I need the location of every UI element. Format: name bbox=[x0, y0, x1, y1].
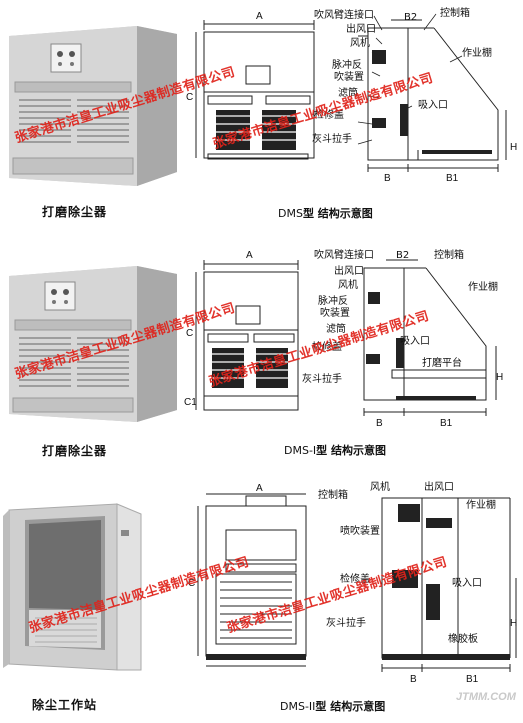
dust-workstation-photo bbox=[3, 503, 142, 671]
label-suction: 吸入口 bbox=[418, 100, 448, 111]
dim-b: B bbox=[384, 173, 391, 184]
panel-dms-1: 打磨除尘器 bbox=[0, 240, 523, 470]
dms-1-diagram bbox=[195, 259, 497, 416]
dim-a: A bbox=[256, 483, 263, 494]
title-model: DMS bbox=[278, 207, 303, 220]
diagram-title: DMS-Ⅰ型 结构示意图 bbox=[284, 442, 386, 458]
label-control-box: 控制箱 bbox=[318, 490, 348, 501]
label-pulse-1: 脉冲反 bbox=[332, 60, 362, 71]
label-inlet-joint: 吹风臂连接口 bbox=[314, 250, 374, 261]
label-rubber: 橡胶板 bbox=[448, 634, 478, 645]
label-hopper: 灰斗拉手 bbox=[312, 134, 352, 145]
dim-h: H bbox=[496, 372, 504, 383]
caption: 打磨除尘器 bbox=[42, 205, 108, 219]
dim-c1: C1 bbox=[184, 397, 197, 408]
label-shed: 作业棚 bbox=[462, 48, 492, 59]
label-fan: 风机 bbox=[350, 38, 370, 49]
dim-h: H bbox=[510, 618, 518, 629]
panel-dms-2: 除尘工作站 bbox=[0, 478, 523, 723]
dms-2-diagram bbox=[197, 493, 517, 672]
caption: 打磨除尘器 bbox=[42, 444, 108, 458]
dust-collector-photo bbox=[9, 26, 177, 186]
label-filter: 滤筒 bbox=[326, 324, 346, 335]
label-hopper: 灰斗拉手 bbox=[302, 374, 342, 385]
label-pulse-1: 脉冲反 bbox=[318, 296, 348, 307]
label-suction: 吸入口 bbox=[452, 578, 482, 589]
label-hatch: 检修盖 bbox=[312, 342, 342, 353]
label-fan: 风机 bbox=[338, 280, 358, 291]
label-filter: 滤筒 bbox=[338, 88, 358, 99]
label-control-box: 控制箱 bbox=[434, 250, 464, 261]
title-model: DMS-II bbox=[280, 700, 316, 713]
label-suction: 吸入口 bbox=[400, 336, 430, 347]
label-inlet-joint: 吹风臂连接口 bbox=[314, 10, 374, 21]
dim-b1: B1 bbox=[466, 674, 479, 685]
dim-b1: B1 bbox=[446, 173, 459, 184]
dim-h: H bbox=[510, 142, 518, 153]
label-b2: B2 bbox=[396, 250, 410, 261]
dim-c: C bbox=[188, 578, 196, 589]
title-model: DMS-Ⅰ bbox=[284, 444, 317, 457]
label-b2: B2 bbox=[404, 12, 418, 23]
label-outlet: 出风口 bbox=[424, 482, 454, 493]
diagram-title: DMS型 结构示意图 bbox=[278, 205, 373, 221]
dim-c: C bbox=[186, 92, 194, 103]
label-shed: 作业棚 bbox=[466, 500, 496, 511]
label-hatch: 检修盖 bbox=[314, 110, 344, 121]
title-suffix: 型 结构示意图 bbox=[302, 207, 373, 220]
label-hopper: 灰斗拉手 bbox=[326, 618, 366, 629]
title-suffix: 型 结构示意图 bbox=[315, 700, 386, 713]
label-shed: 作业棚 bbox=[468, 282, 498, 293]
label-pulse-2: 吹装置 bbox=[334, 72, 364, 83]
label-fan: 风机 bbox=[370, 482, 390, 493]
site-mark: JTMM.COM bbox=[456, 691, 516, 703]
label-outlet: 出风口 bbox=[346, 24, 376, 35]
panel-dms: 打磨除尘器 bbox=[0, 0, 523, 235]
dim-a: A bbox=[256, 11, 263, 22]
dust-collector-photo bbox=[9, 266, 177, 422]
label-platform: 打磨平台 bbox=[422, 358, 462, 369]
dim-c: C bbox=[186, 328, 194, 339]
dms-diagram bbox=[195, 13, 507, 172]
label-pulse-2: 吹装置 bbox=[320, 308, 350, 319]
label-spray: 喷吹装置 bbox=[340, 526, 380, 537]
label-control-box: 控制箱 bbox=[440, 8, 470, 19]
dim-b: B bbox=[376, 418, 383, 429]
dim-b: B bbox=[410, 674, 417, 685]
label-outlet: 出风口 bbox=[334, 266, 364, 277]
caption: 除尘工作站 bbox=[32, 698, 98, 712]
diagram-title: DMS-II型 结构示意图 bbox=[280, 698, 385, 714]
title-suffix: 型 结构示意图 bbox=[316, 444, 387, 457]
dim-a: A bbox=[246, 250, 253, 261]
dim-b1: B1 bbox=[440, 418, 453, 429]
label-hatch: 检修盖 bbox=[340, 574, 370, 585]
